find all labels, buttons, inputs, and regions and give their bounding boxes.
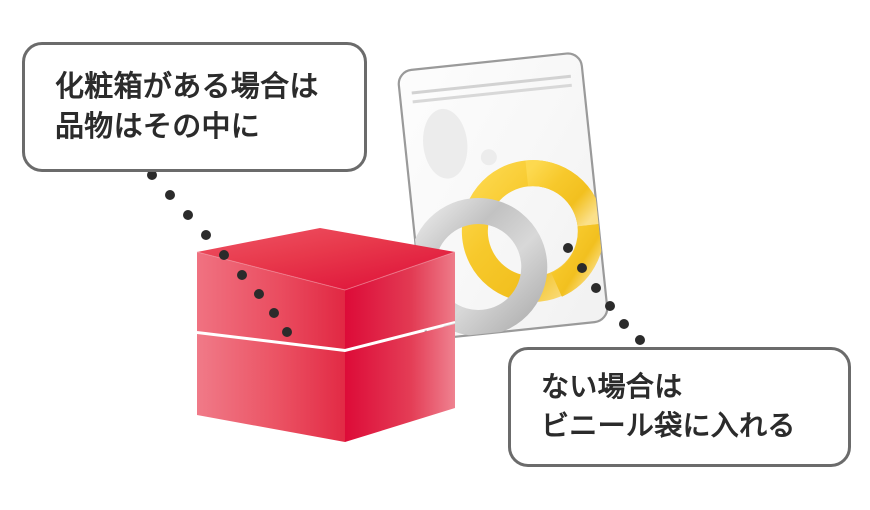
box-left-base xyxy=(197,334,345,442)
box-top-face xyxy=(197,228,455,290)
red-gift-box xyxy=(196,228,456,442)
bag-highlight-large xyxy=(423,108,468,179)
gold-ring-interlock xyxy=(525,160,604,227)
box-lid-seam xyxy=(196,321,456,352)
callout-box-case-line-1: 化粧箱がある場合は xyxy=(55,70,319,103)
callout-bag-case: ない場合は ビニール袋に入れる xyxy=(508,347,851,467)
callout-box-case: 化粧箱がある場合は 品物はその中に xyxy=(22,42,367,172)
box-right-lid xyxy=(345,252,455,350)
bag-highlight-small xyxy=(480,149,497,166)
box-left-lid xyxy=(197,252,345,350)
gold-ring-interlock-lower xyxy=(550,223,604,297)
box-right-base xyxy=(345,324,455,442)
leader-line-bag xyxy=(563,243,645,345)
box-top-seam xyxy=(196,251,456,291)
bag-zip-line-1 xyxy=(411,74,572,95)
callout-bag-case-line-1: ない場合は xyxy=(541,371,683,403)
callout-box-case-line-2: 品物はその中に xyxy=(55,111,261,143)
leader-line-box xyxy=(147,170,292,337)
bag-zip-line-2 xyxy=(412,83,572,104)
callout-bag-case-line-2: ビニール袋に入れる xyxy=(541,410,796,441)
